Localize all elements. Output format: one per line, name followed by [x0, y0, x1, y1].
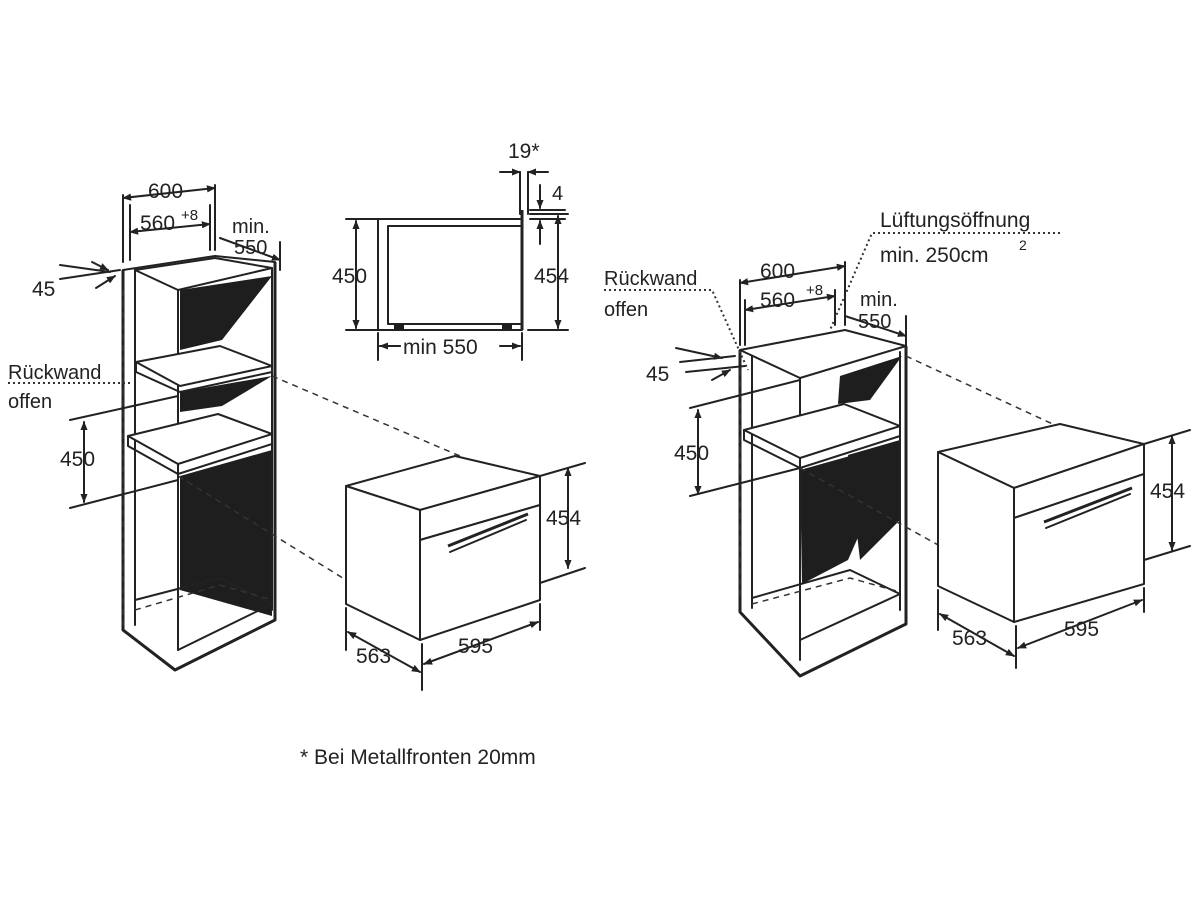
left-450-ext-bottom: [69, 479, 179, 509]
left-oven: [345, 455, 541, 641]
left-45-arrow-bottom: [95, 275, 116, 289]
left-cabinet-top: [122, 255, 276, 271]
left-45-arrow-top: [91, 261, 109, 271]
right-oven-width-dim-line: [1017, 599, 1143, 649]
right-oven-dimensions: 454 563 595: [937, 429, 1191, 669]
left-oven-dimensions: 454 563 595: [345, 462, 586, 691]
right-backwall-label-line2: offen: [604, 299, 648, 321]
right-cabinet-shelf: [743, 403, 901, 459]
left-oven-handle-inner: [449, 519, 527, 553]
right-450-ext-top: [689, 379, 801, 409]
right-backwall-label-line1: Rückwand: [604, 268, 697, 290]
left-niche-dim-line: [129, 221, 211, 235]
left-depth-min-label: min.: [232, 216, 270, 238]
right-45-arrow-top: [675, 347, 723, 360]
left-cabinet-dimensions: 600 560 +8 min. 550 45 Rückwand offen 45…: [8, 180, 281, 509]
right-oven-width-label: 595: [1064, 618, 1099, 641]
section-oven-height-label: 454: [534, 265, 569, 288]
right-oven-depth-label: 563: [952, 627, 987, 650]
right-cabinet-bottom: [751, 569, 901, 641]
left-oven-depth-dim-line: [347, 631, 421, 673]
left-niche-width-label: 560: [140, 212, 175, 235]
right-depth-dim-line: [844, 315, 907, 337]
left-oven-depth-label: 563: [356, 645, 391, 668]
right-niche-height-label: 450: [674, 442, 709, 465]
right-depth-min-label: min.: [860, 289, 898, 311]
right-niche-tolerance-label: +8: [806, 282, 823, 299]
section-niche-height-label: 450: [332, 265, 367, 288]
left-oven-height-label: 454: [546, 507, 581, 530]
left-projection-line-top: [271, 375, 461, 457]
left-backwall-label-line1: Rückwand: [8, 362, 101, 384]
left-cabinet-width-label: 600: [148, 180, 183, 203]
right-oven-height-label: 454: [1150, 480, 1185, 503]
right-oven-handle: [1043, 486, 1133, 524]
right-45-arrow-bottom: [711, 369, 731, 381]
right-shelf-front: [743, 429, 901, 469]
left-tall-cabinet: [121, 255, 277, 672]
left-45-ext-bottom: [59, 269, 121, 280]
section-foot-left: [394, 324, 404, 330]
right-oven-ext-top: [1143, 429, 1191, 445]
left-oven-width-label: 595: [458, 635, 493, 658]
right-ventilation-superscript: 2: [1019, 237, 1027, 253]
left-niche-height-label: 450: [60, 448, 95, 471]
left-cabinet-shelf-upper: [135, 345, 273, 387]
right-cabinet-back-lower2: [848, 440, 900, 560]
right-width-dim-line: [739, 263, 846, 286]
left-depth-value-label: 550: [234, 237, 267, 259]
section-cabinet-outline: [377, 218, 523, 331]
section-view: 19* 4 450 454 min 550: [332, 140, 569, 361]
right-tall-cabinet: [738, 329, 908, 678]
left-width-dim-line: [122, 185, 216, 201]
section-min-depth-label: min 550: [403, 336, 478, 359]
right-45-ext-top: [679, 355, 736, 363]
right-oven-door: [1013, 473, 1145, 623]
left-shelf-lower-front: [127, 435, 273, 475]
right-oven-handle-inner: [1045, 493, 1131, 529]
section-cabinet-inner: [387, 225, 521, 325]
left-oven-ext-bottom: [539, 567, 586, 584]
left-backwall-label-line2: offen: [8, 391, 52, 413]
right-backwall-leader: [604, 289, 749, 371]
left-oven-ext-top: [539, 462, 586, 477]
left-cabinet-bottom: [134, 577, 273, 651]
left-450-ext-top: [69, 395, 179, 421]
left-cabinet-back-middle: [180, 376, 272, 412]
left-oven-door: [419, 504, 541, 641]
right-shelf-thickness-label: 45: [646, 363, 669, 386]
footnote: * Bei Metallfronten 20mm: [300, 746, 536, 769]
right-oven-ext-bottom: [1143, 545, 1191, 561]
right-cabinet-dimensions: Lüftungsöffnung min. 250cm 2 Rückwand of…: [604, 209, 1060, 497]
right-niche-width-label: 560: [760, 289, 795, 312]
right-projection-line-bottom: [799, 467, 941, 547]
right-niche-dim-line: [744, 293, 836, 313]
left-cabinet-shelf-lower: [127, 413, 273, 465]
right-45-ext-bottom: [685, 365, 746, 373]
right-oven-depth-dim-line: [939, 613, 1015, 657]
right-depth-value-label: 550: [858, 311, 891, 333]
left-depth-dim-line: [219, 237, 281, 261]
right-ventilation-value: min. 250cm: [880, 244, 989, 267]
right-ventilation-label: Lüftungsöffnung: [880, 209, 1030, 232]
right-cabinet-hidden-edge: [751, 577, 901, 605]
right-cabinet-back-upper: [838, 356, 902, 404]
left-cabinet-back-lower: [180, 450, 272, 616]
left-cabinet-back-upper: [180, 276, 272, 350]
right-oven: [937, 423, 1145, 623]
left-cabinet-hidden-edge: [134, 584, 273, 611]
section-front-thickness-label: 19*: [508, 140, 540, 163]
right-450-ext-bottom: [689, 467, 801, 497]
left-shelf-upper-front: [135, 371, 273, 393]
left-niche-tolerance-label: +8: [181, 207, 198, 224]
left-oven-handle: [447, 512, 529, 548]
left-oven-width-dim-line: [423, 621, 539, 665]
left-45-ext-top: [59, 264, 111, 273]
left-oven-side: [345, 485, 421, 641]
right-cabinet-width-label: 600: [760, 260, 795, 283]
section-gap-label: 4: [552, 183, 563, 205]
left-shelf-thickness-label: 45: [32, 278, 55, 301]
section-foot-right: [502, 324, 512, 330]
